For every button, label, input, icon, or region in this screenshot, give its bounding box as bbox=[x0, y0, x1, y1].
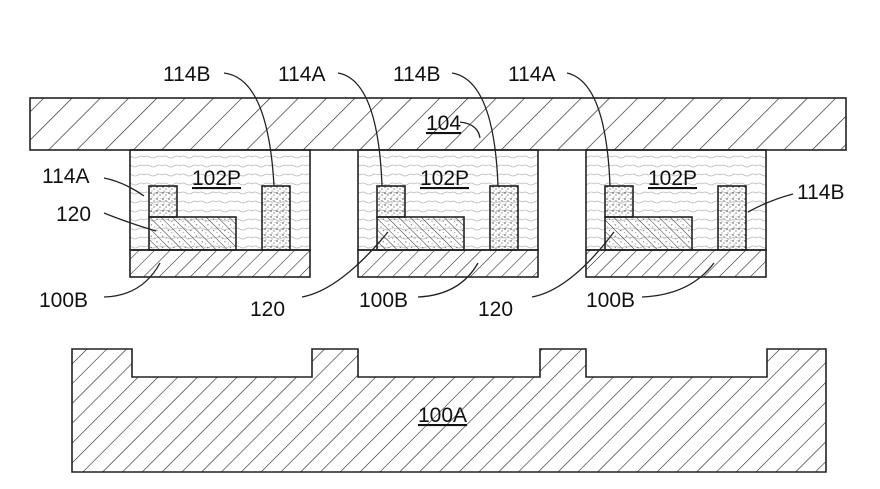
die-base bbox=[130, 250, 310, 277]
label-114a-1: 114A bbox=[278, 63, 326, 86]
die-base bbox=[586, 250, 766, 277]
label-102p-3: 102P bbox=[648, 167, 697, 190]
label-100a: 100A bbox=[418, 404, 467, 427]
label-120-1: 120 bbox=[250, 298, 285, 321]
label-114b-right: 114B bbox=[797, 181, 845, 204]
pad-b bbox=[490, 186, 518, 250]
pad-a bbox=[605, 186, 633, 217]
bond-layer bbox=[605, 217, 692, 250]
label-114b-1: 114B bbox=[163, 63, 211, 86]
label-100b-2: 100B bbox=[359, 289, 408, 312]
label-104: 104 bbox=[426, 112, 461, 135]
label-102p-1: 102P bbox=[192, 167, 241, 190]
label-100b-3: 100B bbox=[586, 289, 635, 312]
label-114b-2: 114B bbox=[393, 63, 441, 86]
label-120-2: 120 bbox=[478, 298, 513, 321]
label-120-left: 120 bbox=[56, 203, 91, 226]
die-base bbox=[358, 250, 538, 277]
pad-b bbox=[262, 186, 290, 250]
pad-a bbox=[377, 186, 405, 217]
label-100b-1: 100B bbox=[39, 289, 88, 312]
bond-layer bbox=[149, 217, 236, 250]
label-102p-2: 102P bbox=[420, 167, 469, 190]
pad-a bbox=[149, 186, 177, 217]
pad-b bbox=[718, 186, 746, 250]
bond-layer bbox=[377, 217, 464, 250]
label-114a-2: 114A bbox=[508, 63, 556, 86]
label-114a-left: 114A bbox=[42, 165, 90, 188]
